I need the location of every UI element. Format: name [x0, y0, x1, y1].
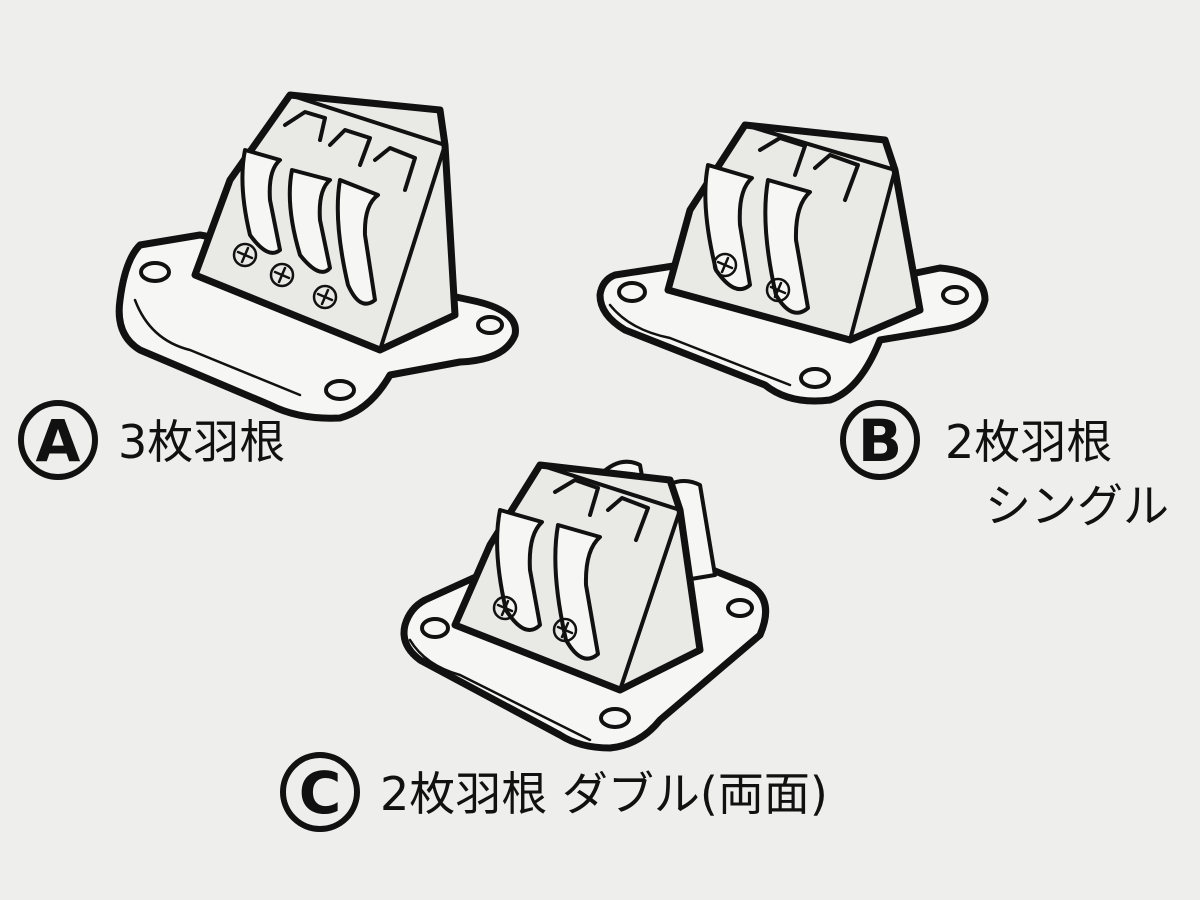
- reed-valve-b-bolt-hole: [941, 285, 969, 305]
- reed-valve-b-bolt-hole: [617, 281, 647, 303]
- reed-valve-a-petal: [335, 178, 380, 306]
- reed-valve-c-bolt-hole: [420, 617, 450, 639]
- label-b: B 2枚羽根 シングル: [840, 400, 1169, 533]
- label-b-text-line1: 2枚羽根: [945, 415, 1112, 469]
- badge-a-circle: [18, 400, 98, 480]
- reed-valve-a-illustration: [115, 91, 519, 422]
- badge-a-letter: A: [36, 407, 81, 475]
- reed-valve-c-bolt-hole: [726, 598, 754, 618]
- label-b-text-line2: シングル: [985, 479, 1169, 533]
- badge-b-letter: B: [858, 407, 902, 475]
- reed-valve-a-petal: [287, 168, 332, 274]
- reed-valve-a-screw: [312, 284, 338, 310]
- reed-valve-b-bolt-hole: [799, 367, 831, 389]
- reed-valve-a-screw: [232, 242, 258, 268]
- label-c-text: 2枚羽根 ダブル(両面): [380, 767, 828, 821]
- reed-valve-a-bolt-hole: [139, 261, 171, 283]
- reed-valve-a-petal: [240, 148, 282, 255]
- reed-valve-c-screw: [492, 595, 518, 621]
- reed-valve-b-screw: [765, 277, 791, 303]
- reed-valve-c-screw: [552, 617, 578, 643]
- reed-valve-a-bolt-hole: [476, 315, 504, 335]
- badge-c-letter: C: [299, 759, 342, 827]
- label-c: C 2枚羽根 ダブル(両面): [280, 752, 828, 832]
- reed-valve-c-illustration: [400, 459, 770, 752]
- label-a: A 3枚羽根: [18, 400, 285, 480]
- badge-c-circle: [280, 752, 360, 832]
- label-a-text: 3枚羽根: [118, 415, 285, 469]
- reed-valve-b-illustration: [596, 121, 989, 405]
- reed-valve-a-screw: [269, 262, 295, 288]
- reed-valve-a-bolt-hole: [324, 379, 356, 401]
- reed-valve-b-screw: [712, 252, 738, 278]
- badge-b-circle: [840, 400, 920, 480]
- reed-valve-c-bolt-hole: [599, 707, 631, 729]
